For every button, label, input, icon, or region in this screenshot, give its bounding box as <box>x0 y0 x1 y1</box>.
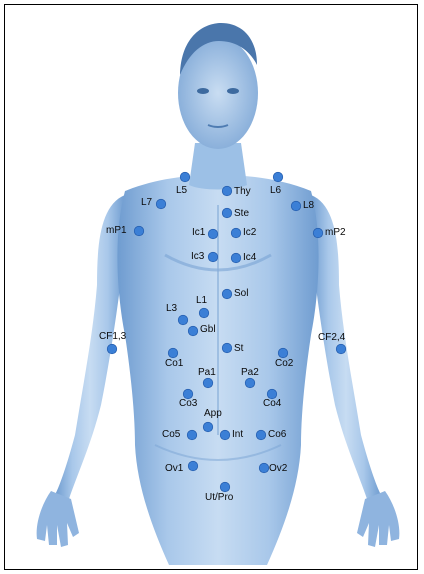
acupoint-co3-label: Co3 <box>179 399 197 409</box>
acupoint-l1-label: L1 <box>196 296 207 306</box>
acupoint-l6-label: L6 <box>270 186 281 196</box>
acupoint-cf13-label: CF1,3 <box>99 332 126 342</box>
acupoint-ov2-marker <box>260 464 269 473</box>
acupoint-pa2-label: Pa2 <box>241 368 259 378</box>
acupoint-ic2-label: Ic2 <box>243 228 256 238</box>
acupoint-cf24-label: CF2,4 <box>318 333 345 343</box>
acupoint-pa1-label: Pa1 <box>198 368 216 378</box>
left-eye <box>197 88 209 94</box>
acupoint-co6-label: Co6 <box>268 430 286 440</box>
acupoint-co2-label: Co2 <box>275 359 293 369</box>
acupoint-l7-label: L7 <box>141 198 152 208</box>
neck <box>189 143 247 190</box>
acupoint-st-marker <box>223 344 232 353</box>
acupoint-st-label: St <box>234 344 243 354</box>
right-arm <box>311 195 381 499</box>
right-hand <box>357 491 399 547</box>
acupoint-ic1-label: Ic1 <box>192 228 205 238</box>
acupoint-co4-label: Co4 <box>263 399 281 409</box>
acupoint-l3-marker <box>179 316 188 325</box>
acupoint-thy-label: Thy <box>234 187 251 197</box>
acupoint-ov2-label: Ov2 <box>269 464 287 474</box>
acupoint-ov1-label: Ov1 <box>165 464 183 474</box>
acupoint-ic3-marker <box>209 253 218 262</box>
acupoint-thy-marker <box>223 187 232 196</box>
acupoint-app-marker <box>204 423 213 432</box>
acupoint-app-label: App <box>204 409 222 419</box>
acupoint-sol-label: Sol <box>234 289 248 299</box>
acupoint-co6-marker <box>257 431 266 440</box>
right-eye <box>227 88 239 94</box>
acupoint-l8-label: L8 <box>303 201 314 211</box>
acupoint-mp1-marker <box>135 227 144 236</box>
acupoint-co5-label: Co5 <box>162 430 180 440</box>
acupoint-int-marker <box>221 431 230 440</box>
acupoint-l1-marker <box>200 309 209 318</box>
acupoint-int-label: Int <box>232 430 243 440</box>
acupoint-co1-marker <box>169 349 178 358</box>
acupoint-l6-marker <box>274 173 283 182</box>
acupoint-co5-marker <box>188 431 197 440</box>
acupoint-l8-marker <box>292 202 301 211</box>
acupoint-co2-marker <box>279 349 288 358</box>
acupoint-mp2-label: mP2 <box>325 228 346 238</box>
acupoint-sol-marker <box>223 290 232 299</box>
acupoint-co1-label: Co1 <box>165 359 183 369</box>
acupoint-pa1-marker <box>204 379 213 388</box>
acupoint-ste-marker <box>223 209 232 218</box>
acupoint-ic3-label: Ic3 <box>191 252 204 262</box>
acupoint-l7-marker <box>157 200 166 209</box>
acupoint-gbl-label: Gbl <box>200 325 216 335</box>
acupoint-utpro-label: Ut/Pro <box>205 493 233 503</box>
acupoint-cf24-marker <box>337 345 346 354</box>
left-hand <box>37 491 79 547</box>
acupoint-ic4-marker <box>232 254 241 263</box>
acupoint-pa2-marker <box>246 379 255 388</box>
acupoint-ic4-label: Ic4 <box>243 253 256 263</box>
acupoint-l3-label: L3 <box>166 304 177 314</box>
acupoint-l5-marker <box>181 173 190 182</box>
acupoint-ic2-marker <box>232 229 241 238</box>
acupoint-ov1-marker <box>189 462 198 471</box>
acupoint-gbl-marker <box>189 327 198 336</box>
acupoint-ic1-marker <box>209 230 218 239</box>
acupoint-mp1-label: mP1 <box>106 226 127 236</box>
acupoint-ste-label: Ste <box>234 209 249 219</box>
acupoint-utpro-marker <box>221 483 230 492</box>
body-figure <box>5 5 417 569</box>
acupoint-l5-label: L5 <box>176 186 187 196</box>
acupoint-mp2-marker <box>314 229 323 238</box>
acupoint-cf13-marker <box>108 345 117 354</box>
